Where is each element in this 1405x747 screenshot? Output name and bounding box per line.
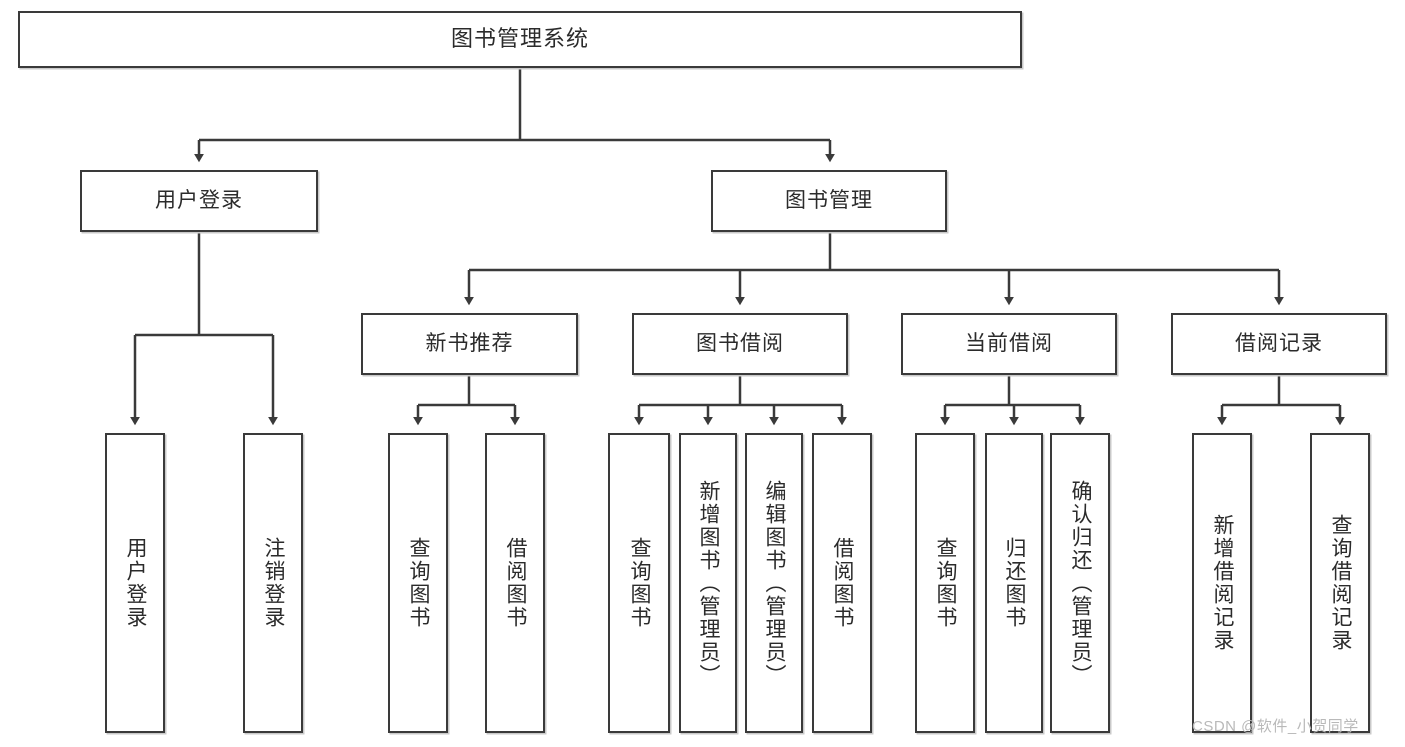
node-label: 查询图书: [407, 537, 430, 629]
node-book-borrow[interactable]: 图书借阅: [632, 313, 848, 375]
node-label: 借阅图书: [831, 537, 854, 629]
node-label: 借阅记录: [1235, 332, 1323, 356]
node-label: 图书管理: [785, 189, 873, 213]
leaf-add-book-admin[interactable]: 新增图书（管理员）: [679, 433, 737, 733]
leaf-add-borrow-record[interactable]: 新增借阅记录: [1192, 433, 1252, 733]
node-label: 注销登录: [262, 537, 285, 629]
leaf-query-book-current[interactable]: 查询图书: [915, 433, 975, 733]
leaf-return-book[interactable]: 归还图书: [985, 433, 1043, 733]
node-label: 用户登录: [124, 537, 147, 629]
node-label: 编辑图书（管理员）: [763, 479, 786, 687]
leaf-user-login[interactable]: 用户登录: [105, 433, 165, 733]
leaf-confirm-return-admin[interactable]: 确认归还（管理员）: [1050, 433, 1110, 733]
leaf-query-book-new[interactable]: 查询图书: [388, 433, 448, 733]
node-label: 查询图书: [934, 537, 957, 629]
node-label: 确认归还（管理员）: [1069, 479, 1092, 687]
node-current-borrow[interactable]: 当前借阅: [901, 313, 1117, 375]
node-label: 新增借阅记录: [1211, 514, 1234, 652]
node-system-title[interactable]: 图书管理系统: [18, 11, 1022, 68]
node-label: 图书借阅: [696, 332, 784, 356]
leaf-user-logout[interactable]: 注销登录: [243, 433, 303, 733]
node-label: 查询图书: [628, 537, 651, 629]
leaf-borrow-book[interactable]: 借阅图书: [812, 433, 872, 733]
node-label: 当前借阅: [965, 332, 1053, 356]
watermark: CSDN @软件_小贺同学: [1192, 718, 1359, 735]
node-label: 新增图书（管理员）: [697, 479, 720, 687]
leaf-edit-book-admin[interactable]: 编辑图书（管理员）: [745, 433, 803, 733]
node-user-login[interactable]: 用户登录: [80, 170, 318, 232]
node-new-book-recommend[interactable]: 新书推荐: [361, 313, 578, 375]
leaf-borrow-book-new[interactable]: 借阅图书: [485, 433, 545, 733]
node-label: 借阅图书: [504, 537, 527, 629]
node-label: 图书管理系统: [450, 26, 589, 52]
node-borrow-record[interactable]: 借阅记录: [1171, 313, 1387, 375]
node-label: 查询借阅记录: [1329, 514, 1352, 652]
node-book-management[interactable]: 图书管理: [711, 170, 947, 232]
node-label: 新书推荐: [425, 332, 514, 356]
leaf-query-book-borrow[interactable]: 查询图书: [608, 433, 670, 733]
node-label: 归还图书: [1003, 537, 1026, 629]
leaf-query-borrow-record[interactable]: 查询借阅记录: [1310, 433, 1370, 733]
node-label: 用户登录: [155, 189, 243, 213]
